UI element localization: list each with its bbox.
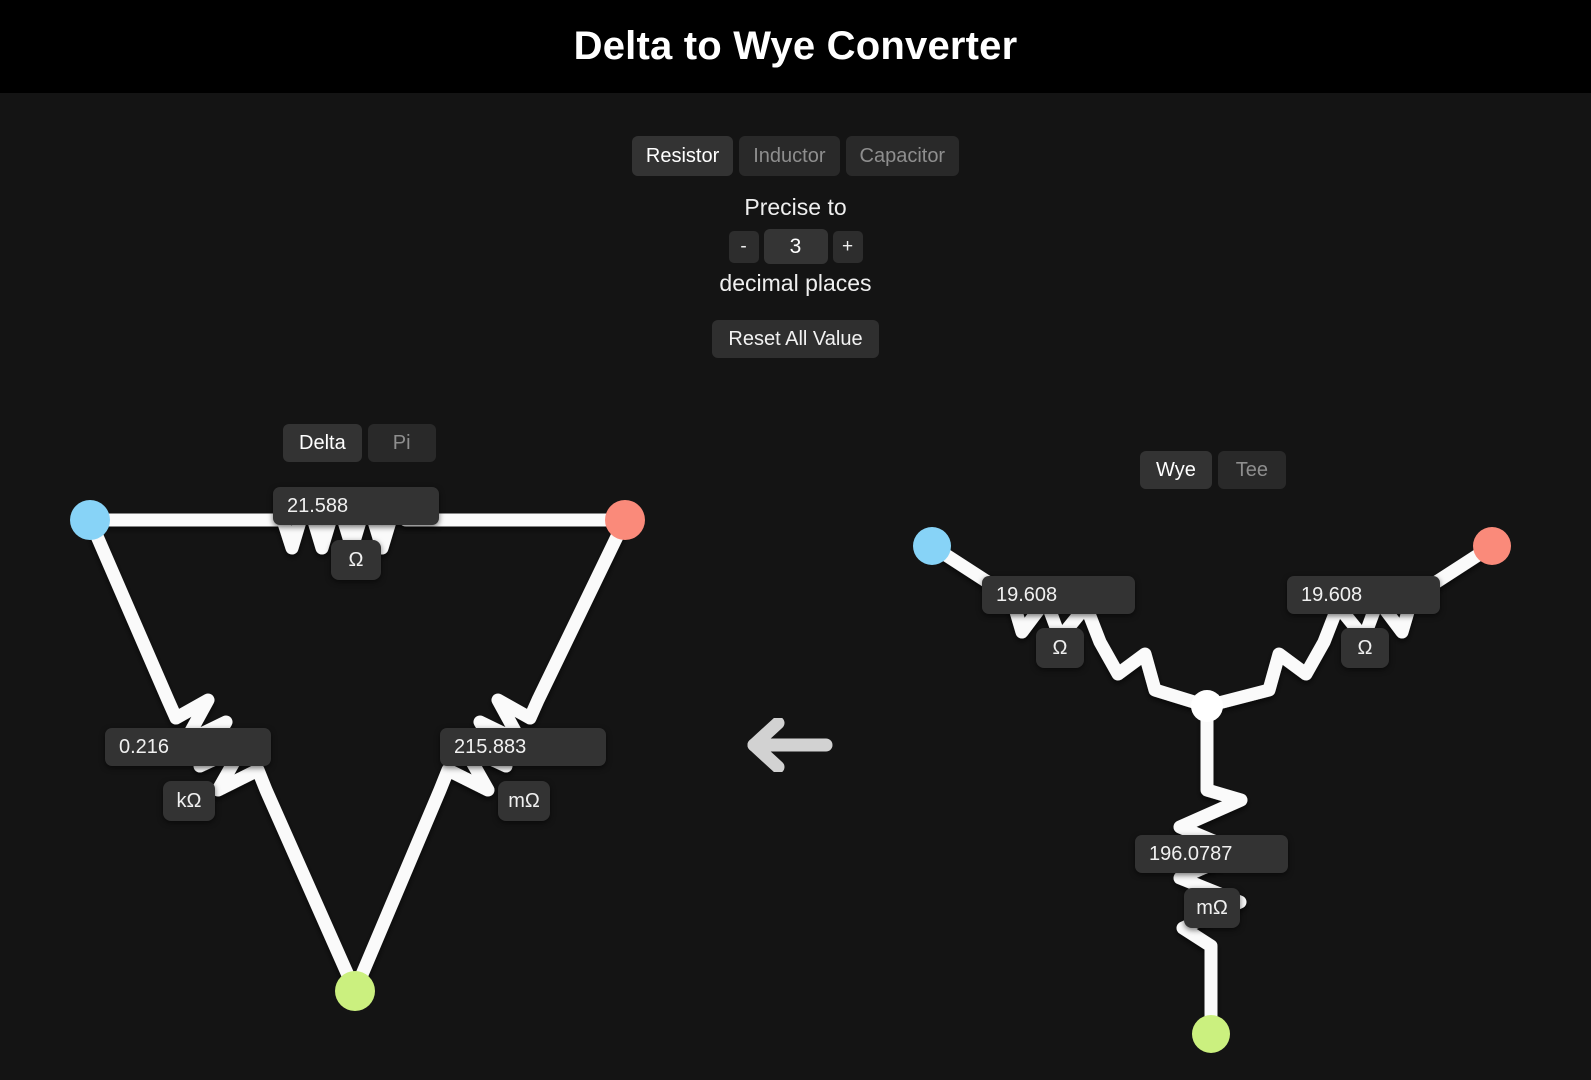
delta-right-value-chip[interactable]: [440, 728, 606, 766]
delta-left-unit-label: kΩ: [176, 789, 202, 812]
wye-bottom-value-input[interactable]: [1149, 842, 1274, 866]
delta-left-value-input[interactable]: [119, 735, 257, 759]
app-header: Delta to Wye Converter: [0, 0, 1591, 93]
tab-inductor[interactable]: Inductor: [739, 136, 840, 176]
delta-right-unit-chip[interactable]: mΩ: [498, 781, 550, 821]
wye-left-value-input[interactable]: [996, 583, 1121, 607]
delta-node-b[interactable]: [605, 500, 645, 540]
reset-all-value-button[interactable]: Reset All Value: [712, 320, 879, 358]
reset-row: Reset All Value: [0, 320, 1591, 358]
precision-label-top: Precise to: [744, 194, 847, 220]
tab-pi[interactable]: Pi: [367, 424, 436, 462]
delta-node-a[interactable]: [70, 500, 110, 540]
tab-delta[interactable]: Delta: [283, 424, 362, 462]
precision-increment-button[interactable]: +: [832, 230, 863, 263]
direction-arrow: [744, 716, 834, 777]
precision-decrement-button[interactable]: -: [728, 230, 759, 263]
delta-top-value-chip[interactable]: [273, 487, 439, 525]
tab-capacitor[interactable]: Capacitor: [845, 136, 960, 176]
wye-right-unit-chip[interactable]: Ω: [1341, 628, 1389, 668]
wye-left-wire: [925, 539, 1214, 713]
tab-resistor[interactable]: Resistor: [631, 136, 734, 176]
delta-right-unit-label: mΩ: [508, 789, 540, 812]
wye-bottom-value-chip[interactable]: [1135, 835, 1288, 873]
delta-left-value-chip[interactable]: [105, 728, 271, 766]
wye-node-a[interactable]: [913, 527, 951, 565]
wye-right-unit-label: Ω: [1357, 636, 1373, 659]
precision-value-input[interactable]: [763, 229, 828, 264]
tab-wye[interactable]: Wye: [1140, 451, 1212, 489]
precision-label-bottom: decimal places: [719, 270, 872, 296]
wye-topology-tabs: Wye Tee: [1140, 451, 1286, 489]
wye-right-value-chip[interactable]: [1287, 576, 1440, 614]
wye-bottom-unit-label: mΩ: [1196, 896, 1228, 919]
wye-left-value-chip[interactable]: [982, 576, 1135, 614]
delta-topology-tabs: Delta Pi: [283, 424, 436, 462]
wye-left-unit-chip[interactable]: Ω: [1036, 628, 1084, 668]
arrow-left-icon: [747, 716, 833, 774]
delta-top-unit-label: Ω: [348, 548, 364, 571]
wye-node-c[interactable]: [1192, 1015, 1230, 1053]
wye-bottom-unit-chip[interactable]: mΩ: [1184, 888, 1240, 928]
delta-right-value-input[interactable]: [454, 735, 592, 759]
delta-top-unit-chip[interactable]: Ω: [331, 540, 381, 580]
wye-right-wire: [1200, 539, 1499, 713]
wye-node-b[interactable]: [1473, 527, 1511, 565]
wye-left-unit-label: Ω: [1052, 636, 1068, 659]
tab-tee[interactable]: Tee: [1217, 451, 1286, 489]
wye-right-value-input[interactable]: [1301, 583, 1426, 607]
delta-left-unit-chip[interactable]: kΩ: [163, 781, 215, 821]
delta-top-value-input[interactable]: [287, 494, 425, 518]
page-title: Delta to Wye Converter: [573, 24, 1018, 68]
delta-node-c[interactable]: [335, 971, 375, 1011]
component-type-tabs: Resistor Inductor Capacitor: [0, 136, 1591, 176]
precision-stepper: - +: [0, 229, 1591, 264]
wye-node-center: [1191, 690, 1223, 722]
